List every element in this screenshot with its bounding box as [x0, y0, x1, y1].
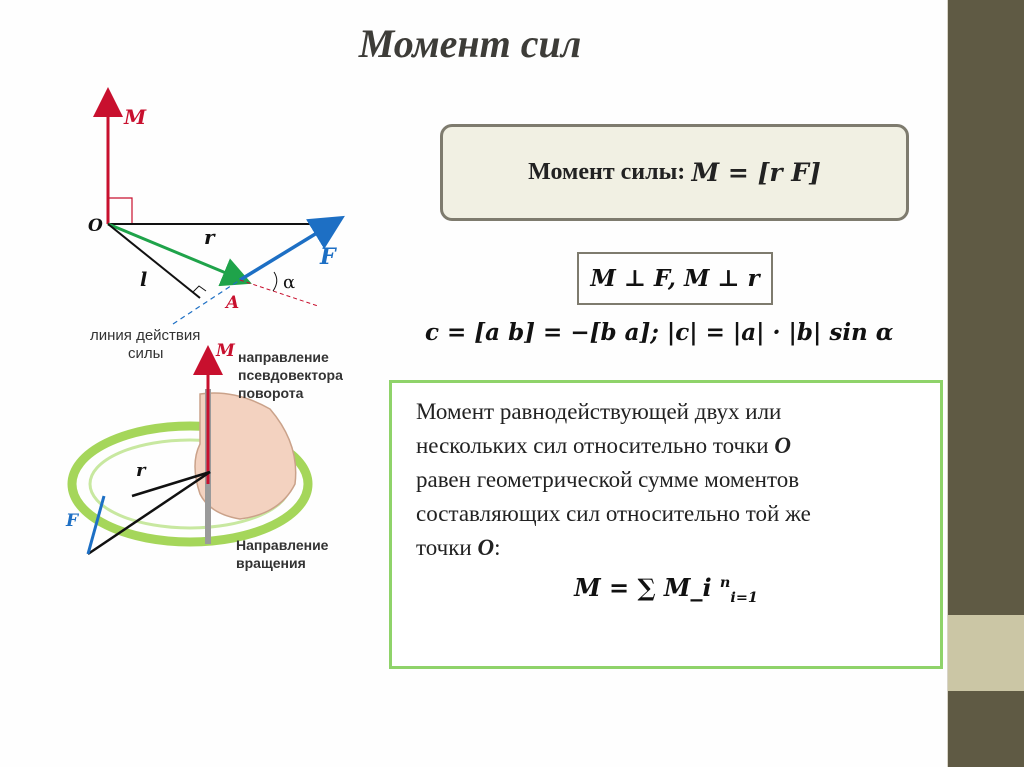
right-angle-mark: [108, 197, 133, 224]
lever-arm-line: [107, 223, 201, 299]
sum-lower-limit: i=1: [730, 588, 758, 606]
label-alpha: α: [283, 272, 295, 293]
line-of-action: [172, 275, 247, 325]
label-F: F: [319, 244, 337, 270]
sum-upper-limit: n: [719, 574, 731, 591]
caption-line2: силы: [128, 345, 163, 362]
extension-line: [239, 279, 319, 307]
sum-formula: M = ∑ M_i ni=1: [392, 573, 940, 606]
caption-line1: линия действия: [90, 327, 200, 344]
vector-F-arrow: [239, 215, 345, 282]
text-line4: составляющих сил относительно той же: [416, 501, 811, 526]
slide-content-area: [947, 0, 948, 767]
resultant-moment-box: Момент равнодействующей двух или несколь…: [389, 380, 943, 669]
text-line1: Момент равнодействующей двух или: [416, 399, 782, 424]
slide-title: Момент сил: [358, 21, 582, 66]
note1-line2: псевдовектора: [238, 367, 343, 383]
right-hand-rule-diagram: M r F направление псевдовектора поворота…: [65, 341, 343, 571]
vector-r-line: [131, 470, 211, 498]
moment-formula-box: Момент силы: M = [r F]: [440, 124, 909, 221]
vector-F-line: [86, 495, 106, 555]
cross-product-formula: c = [a b] = −[b a]; |c| = |a| · |b| sin …: [425, 319, 894, 346]
text-line5a: точки: [416, 535, 478, 560]
right-angle-mark-2: [192, 285, 207, 293]
label-l: l: [140, 269, 147, 291]
vector-r-arrow: [107, 222, 252, 287]
point-O-1: O: [774, 433, 791, 458]
decorative-sidebar-accent: [948, 615, 1024, 691]
alpha-arc: [272, 271, 278, 292]
text-line2a: нескольких сил относительно точки: [416, 433, 775, 458]
rotation-ellipse: [67, 421, 313, 547]
label-M-2: M: [215, 341, 236, 361]
formula-equation: M = [r F]: [691, 158, 821, 187]
perpendicularity-text: M ⊥ F, M ⊥ r: [590, 265, 760, 292]
text-line3: равен геометрической сумме моментов: [416, 467, 800, 492]
formula-label: Момент силы:: [528, 159, 686, 185]
label-F-2: F: [65, 511, 80, 531]
resultant-moment-text: Момент равнодействующей двух или несколь…: [416, 395, 896, 565]
label-A: A: [224, 293, 239, 313]
note1-line1: направление: [238, 349, 329, 365]
label-M: M: [123, 105, 147, 129]
note2-line1: Направление: [236, 537, 329, 553]
hand-shape: [194, 392, 297, 520]
perpendicularity-box: M ⊥ F, M ⊥ r: [577, 252, 773, 305]
label-r: r: [204, 225, 216, 249]
force-line-dark: [87, 470, 211, 556]
moment-diagram: M O r l F A α линия действия силы: [88, 87, 345, 362]
point-O-2: O: [477, 535, 495, 560]
text-line5c: :: [494, 535, 501, 560]
note1-line3: поворота: [238, 385, 304, 401]
label-O: O: [88, 216, 103, 236]
label-r-2: r: [136, 460, 147, 481]
sum-formula-text: M = ∑ M_i: [574, 573, 712, 602]
note2-line2: вращения: [236, 555, 306, 571]
